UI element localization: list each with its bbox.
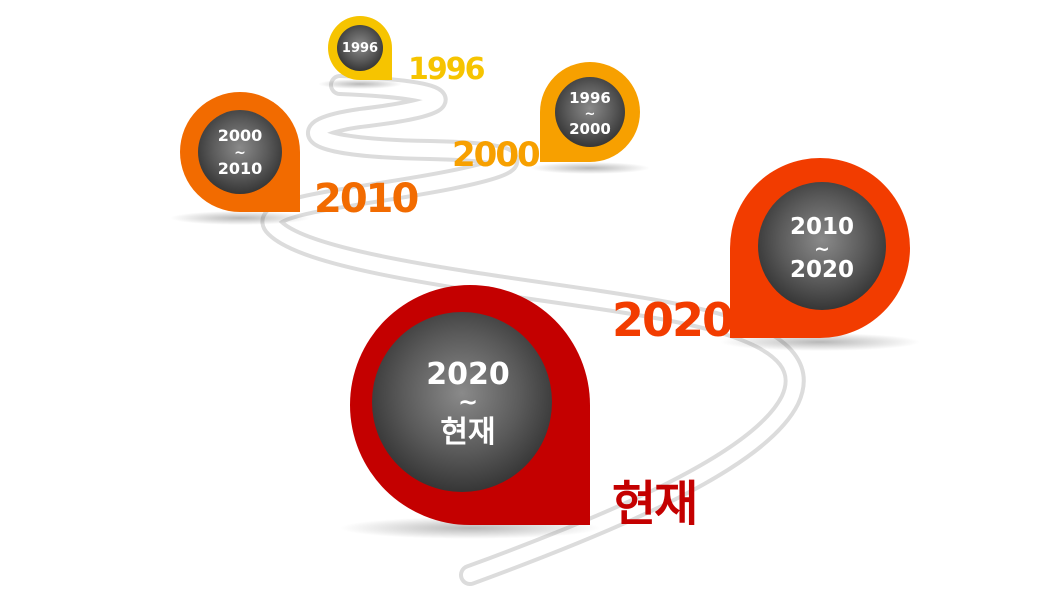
pin-1996: 1996 [318, 16, 402, 89]
pin-now-line2: 현재 [440, 415, 495, 450]
pin-2000-photo [555, 77, 625, 147]
pin-2020-tilde: ~ [814, 238, 830, 260]
label-2000: 2000 [452, 135, 540, 175]
year-labels: 1996 2000 2010 2020 현재 [314, 52, 734, 532]
pin-now-tilde: ~ [458, 388, 478, 416]
milestone-pins: 1996 1996 ~ 2000 2000 ~ 2010 2010 ~ [170, 16, 920, 539]
pin-2020-line2: 2020 [790, 257, 854, 283]
pin-2020: 2010 ~ 2020 [720, 158, 920, 351]
pin-2000: 1996 ~ 2000 [530, 62, 650, 174]
pin-2020-photo [758, 182, 886, 310]
label-2020: 2020 [612, 293, 732, 347]
pin-now: 2020 ~ 현재 [340, 285, 600, 539]
pin-2010-line2: 2010 [218, 159, 263, 178]
pin-2010: 2000 ~ 2010 [170, 92, 310, 225]
pin-2010-line1: 2000 [218, 126, 263, 145]
pin-1996-photo [337, 25, 383, 71]
pin-2010-photo [198, 110, 282, 194]
pin-2000-tilde: ~ [585, 107, 596, 122]
pin-2020-line1: 2010 [790, 214, 854, 240]
pin-2000-line2: 2000 [569, 120, 611, 138]
label-now: 현재 [612, 476, 696, 532]
pin-now-photo [372, 312, 552, 492]
pin-2010-tilde: ~ [234, 145, 246, 161]
label-2010: 2010 [314, 176, 417, 222]
pin-1996-line1: 1996 [342, 41, 378, 56]
pin-2000-line1: 1996 [569, 89, 611, 107]
label-1996: 1996 [408, 52, 485, 87]
pin-now-line1: 2020 [426, 357, 510, 392]
